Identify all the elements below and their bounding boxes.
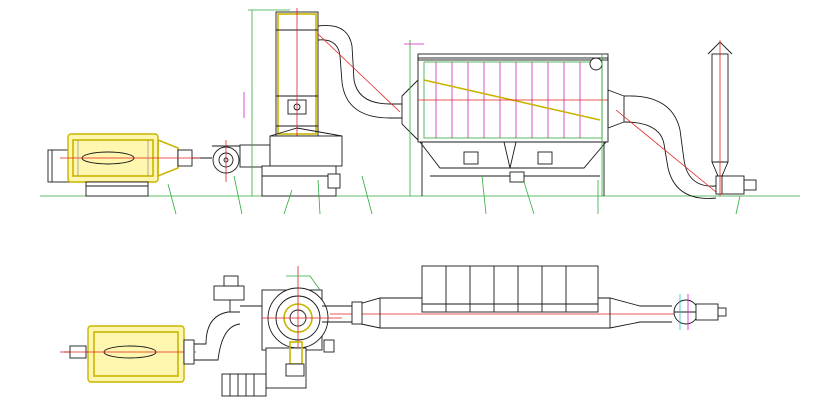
induced-draft-fan xyxy=(715,175,757,195)
filter-compartments xyxy=(421,265,599,313)
dryer-main xyxy=(221,266,342,397)
exhaust-pipe xyxy=(607,89,717,199)
feed-duct xyxy=(194,275,264,361)
cyclone-pipe xyxy=(317,24,419,142)
elevation-view xyxy=(40,8,800,215)
leader-lines xyxy=(167,175,741,215)
blower xyxy=(212,140,271,182)
hot-air-furnace xyxy=(47,133,212,197)
hot-air-furnace xyxy=(60,325,196,383)
fan xyxy=(673,294,727,330)
drying-tower xyxy=(243,8,343,197)
exhaust-stack xyxy=(707,40,733,196)
bag-filter xyxy=(404,40,609,196)
plan-view xyxy=(60,265,727,397)
